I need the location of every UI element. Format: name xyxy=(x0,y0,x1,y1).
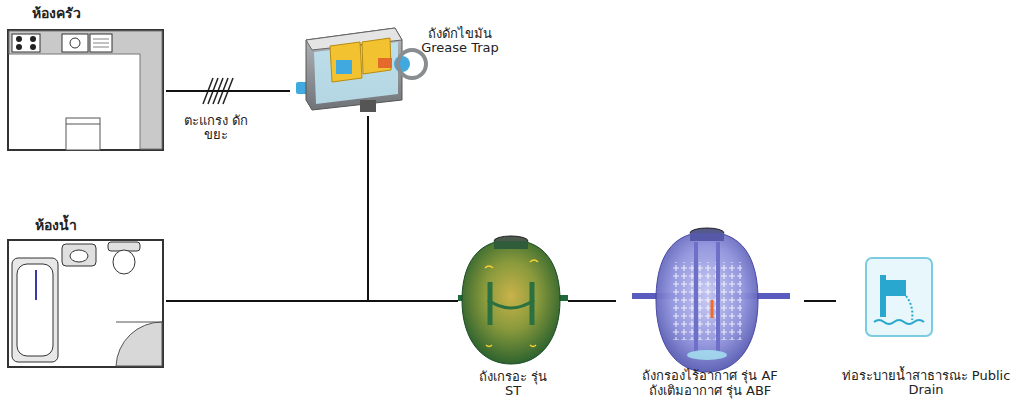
public-drain-icon-part xyxy=(880,275,886,317)
kitchen-plan xyxy=(8,30,163,150)
grease-trap-drawing-part xyxy=(362,38,391,74)
pipe-line xyxy=(166,90,290,92)
pipe-line xyxy=(166,300,458,302)
pipe-line xyxy=(568,300,616,302)
tank-label: ถังกรองไร้อากาศ รุ่น AF xyxy=(616,369,804,383)
bathroom-plan xyxy=(8,240,163,367)
bathroom-plan-part xyxy=(116,322,162,323)
room-heading: ห้องครัว xyxy=(6,6,106,21)
kitchen-plan-part xyxy=(16,36,22,42)
room-box: ห้องครัว xyxy=(6,4,166,152)
filter-tank-drawing-part xyxy=(711,300,714,318)
septic-tank-drawing xyxy=(458,236,568,364)
tank-box: ถังเกรอะ รุ่น ST xyxy=(458,232,568,399)
tank-box: ถังดักไขมัน Grease Trap xyxy=(290,4,510,116)
septic-tank-drawing-part xyxy=(488,300,534,308)
room-heading: ห้องน้ำ xyxy=(6,218,106,233)
kitchen-plan-part xyxy=(12,34,40,52)
bathroom-plan-part xyxy=(62,244,96,266)
kitchen-plan-part xyxy=(90,34,112,52)
filter-tank-drawing-part xyxy=(687,350,727,360)
septic-tank-drawing-part xyxy=(462,240,560,364)
bathroom-plan-part xyxy=(35,270,37,300)
tank-label: ถังเติมอากาศ รุ่น ABF xyxy=(616,384,804,398)
grease-trap-drawing-part xyxy=(336,60,352,74)
tank-box: ถังกรองไร้อากาศ รุ่น AFถังเติมอากาศ รุ่น… xyxy=(616,226,804,399)
filter-tank-drawing-part xyxy=(656,232,758,372)
bathroom-plan-part xyxy=(116,322,162,366)
kitchen-plan-part xyxy=(66,118,100,150)
bathroom-plan-part xyxy=(70,250,88,262)
grease-trap-drawing-part xyxy=(306,28,402,110)
public-drain-icon-part xyxy=(886,280,906,296)
filter-tank-drawing-part xyxy=(696,242,718,352)
bathroom-plan-part xyxy=(12,258,58,362)
public-drain-icon xyxy=(866,258,932,336)
filter-tank-drawing xyxy=(632,228,790,372)
tank-label: ถังเกรอะ รุ่น ST xyxy=(471,370,555,399)
grease-trap-drawing-part xyxy=(330,42,362,82)
screen-label: ตะแกรง ดักขยะ xyxy=(176,114,256,143)
grease-trap-drawing xyxy=(296,28,426,112)
kitchen-plan-part xyxy=(93,39,109,47)
kitchen-plan-part xyxy=(66,124,100,125)
drain-box: ท่อระบายน้ำสาธารณะ Public Drain xyxy=(836,254,1016,399)
grease-trap-drawing-part xyxy=(378,58,392,68)
public-drain-icon-part xyxy=(906,296,912,320)
septic-tank-drawing-part xyxy=(485,260,538,347)
pipe-line xyxy=(804,300,836,302)
kitchen-plan-part xyxy=(30,36,36,42)
filter-tank-drawing-part xyxy=(672,262,742,340)
pipe-line xyxy=(368,116,458,301)
septic-tank-drawing-part xyxy=(494,241,528,249)
kitchen-plan-part xyxy=(8,30,163,150)
kitchen-plan-part xyxy=(16,44,22,50)
kitchen-plan-part xyxy=(30,44,36,50)
filter-tank-drawing-part xyxy=(690,233,724,241)
public-drain-icon-part xyxy=(874,320,924,324)
room-box: ห้องน้ำ xyxy=(6,216,166,370)
bathroom-plan-part xyxy=(17,264,53,356)
public-drain-icon-part xyxy=(866,258,932,336)
tank-label: ท่อระบายน้ำสาธารณะ Public Drain xyxy=(838,369,1014,398)
bathroom-plan-part xyxy=(113,250,135,274)
bathroom-plan-part xyxy=(8,240,163,367)
kitchen-plan-part xyxy=(70,38,80,48)
kitchen-plan-part xyxy=(9,31,162,149)
grease-trap-drawing-part xyxy=(360,100,376,112)
kitchen-plan-part xyxy=(62,34,88,52)
tank-label: ถังดักไขมัน Grease Trap xyxy=(414,27,506,56)
